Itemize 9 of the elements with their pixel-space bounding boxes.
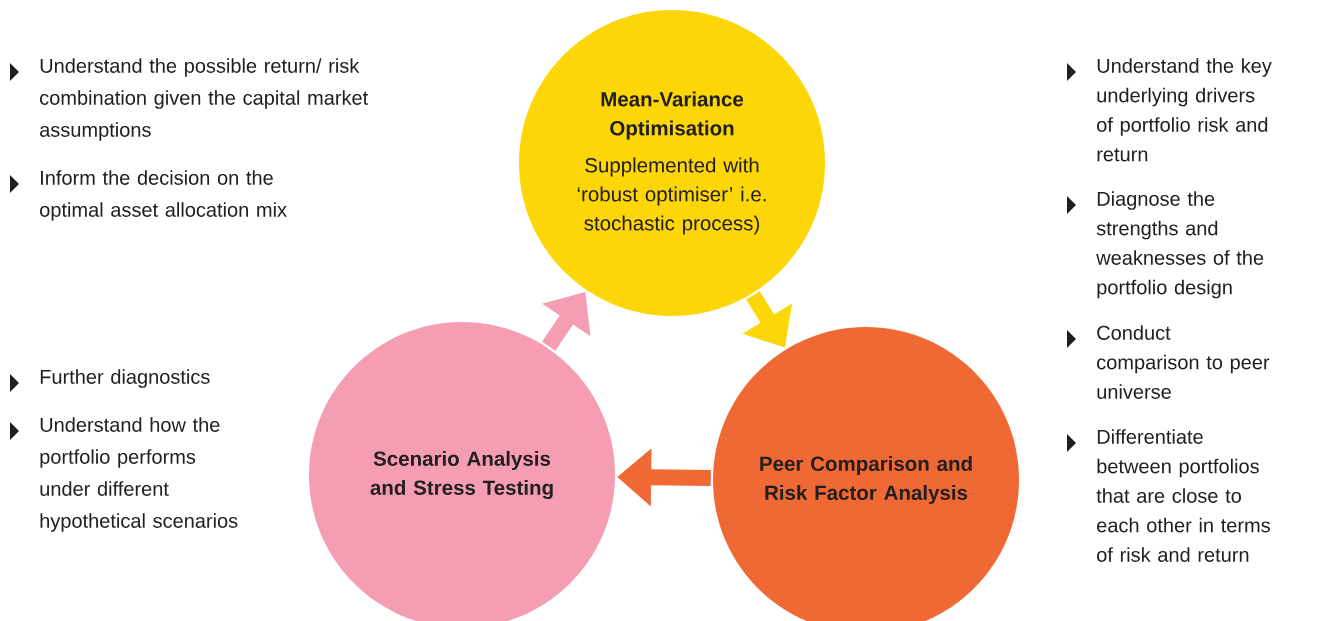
bullet-text: Differentiate between portfolios that are close to each other in terms of risk and return (1096, 429, 1270, 562)
bullet-text: Further diagnostics (40, 369, 210, 388)
bullet-text: Inform the decision on the optimal asset allocation mix (40, 170, 287, 221)
bullet-text: Understand how the portfolio performs under different hypothetical scenarios (40, 417, 238, 532)
bullet-text: Understand the possible return/ risk combination given the capital market assumptions (40, 58, 369, 141)
bullet-text: Diagnose the strengths and weaknesses of the portfolio design (1096, 191, 1264, 299)
bullet-text: Conduct comparison to peer universe (1097, 325, 1270, 399)
circle-node: Mean-Variance Optimisation Supplemented with ‘robust optimiser’ i.e. stochastic process) (519, 10, 825, 316)
bullet-text: Understand the key underlying drivers of portfolio risk and return (1097, 58, 1272, 162)
